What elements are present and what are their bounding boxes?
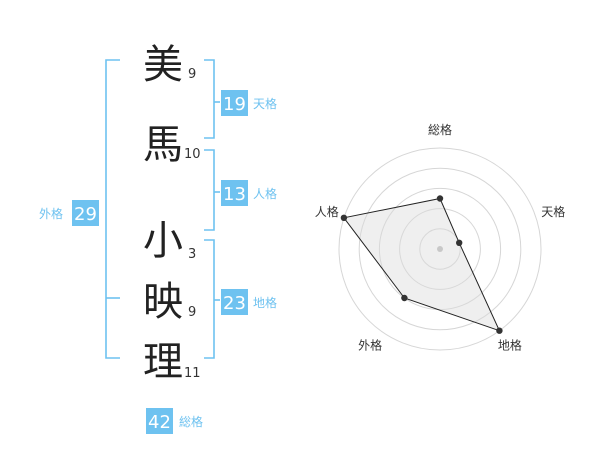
stroke-count-2: 10 [184, 147, 201, 162]
radar-ring-1 [419, 228, 461, 270]
name-char-1: 美 [143, 42, 183, 88]
gaikaku-value: 29 [74, 204, 97, 225]
radar-axis-label-5: 人格 [315, 204, 339, 219]
radar-axis-label-2: 天格 [541, 204, 565, 219]
radar-polygon [343, 197, 501, 332]
stroke-count-3: 3 [188, 247, 196, 262]
radar-point-1 [436, 195, 444, 202]
chikaku-label: 地格 [253, 295, 277, 310]
fortune-brackets [105, 59, 220, 359]
jinkaku-bracket [204, 149, 215, 231]
radar-point-2 [456, 239, 463, 246]
name-char-3: 小 [143, 218, 183, 264]
name-char-5: 理 [143, 339, 183, 385]
radar-ring-5 [338, 147, 542, 351]
soukaku-badge: 42 総格 [146, 408, 203, 434]
gaikaku-bracket [105, 59, 120, 359]
radar-point-4 [401, 294, 408, 302]
tenkaku-label: 天格 [253, 96, 277, 111]
radar-axis-label-1: 総格 [428, 122, 452, 137]
chikaku-value: 23 [223, 293, 246, 314]
radar-axis-label-3: 地格 [498, 337, 522, 352]
radar-points [340, 195, 503, 334]
radar-rings [338, 147, 542, 351]
chikaku-bracket [204, 239, 215, 359]
stroke-count-1: 9 [188, 67, 196, 82]
name-char-4: 映 [143, 279, 183, 325]
name-characters: 美 9 馬 10 小 3 映 9 理 11 [143, 42, 201, 385]
radar-ring-2 [399, 208, 481, 290]
radar-ring-4 [358, 167, 522, 331]
tenkaku-bracket [204, 59, 215, 139]
radar-axis-label-4: 外格 [358, 337, 382, 352]
soukaku-value: 42 [148, 412, 171, 433]
jinkaku-value: 13 [223, 184, 246, 205]
chikaku-badge: 23 地格 [221, 289, 277, 315]
tenkaku-badge: 19 天格 [221, 90, 277, 116]
stroke-count-5: 11 [184, 366, 201, 381]
gaikaku-badge: 外格 29 [39, 200, 99, 226]
stroke-count-4: 9 [188, 305, 196, 320]
jinkaku-badge: 13 人格 [221, 180, 277, 206]
radar-point-5 [340, 214, 348, 221]
radar-ring-3 [378, 187, 502, 311]
soukaku-label: 総格 [179, 414, 203, 429]
radar-point-3 [496, 327, 503, 334]
gaikaku-label: 外格 [39, 206, 63, 221]
tenkaku-value: 19 [223, 94, 246, 115]
name-char-2: 馬 [143, 122, 183, 168]
radar-center-dot [437, 246, 443, 252]
jinkaku-label: 人格 [253, 186, 277, 201]
